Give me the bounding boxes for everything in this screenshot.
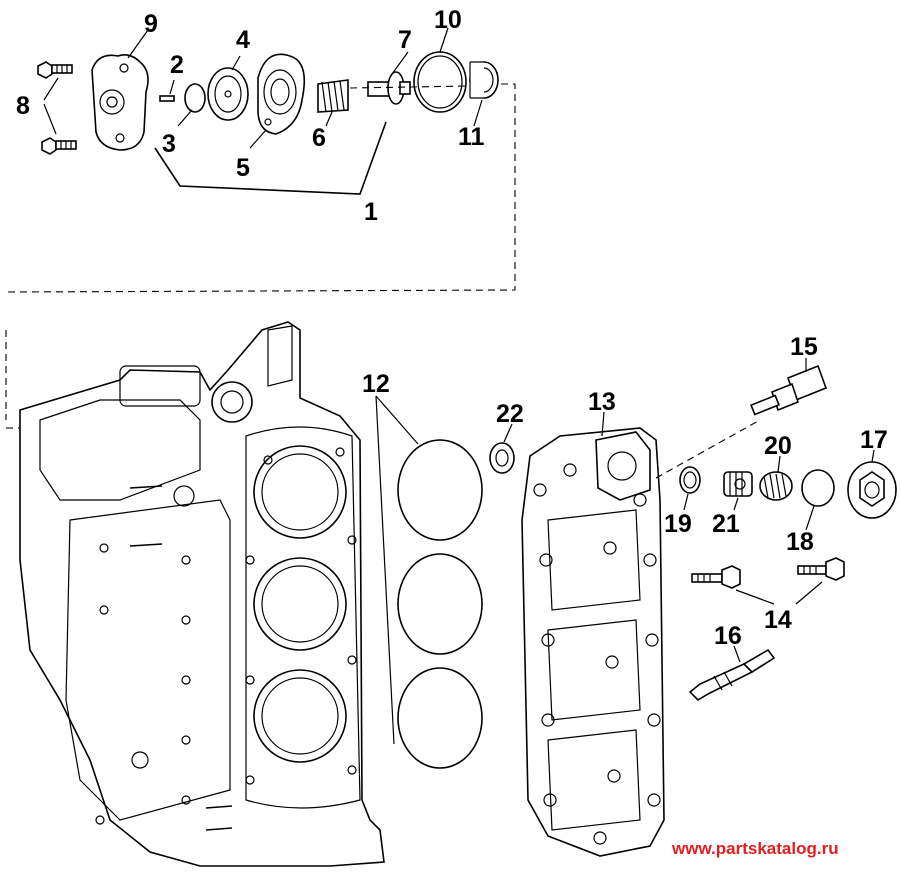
- leader-13: [601, 411, 605, 437]
- leader-16: [733, 645, 741, 663]
- callout-22: 22: [496, 400, 524, 428]
- callout-16: 16: [714, 622, 742, 650]
- part-13-cylinder-head: [521, 427, 665, 857]
- callout-1: 1: [364, 198, 378, 226]
- leader-6: [325, 111, 333, 127]
- leader-9: [127, 29, 149, 59]
- leader-12a: [375, 395, 419, 445]
- leader-5: [249, 129, 267, 149]
- callout-10: 10: [434, 6, 462, 34]
- leader-18: [805, 505, 815, 531]
- leader-12b: [375, 395, 395, 745]
- leader-7: [391, 51, 409, 75]
- callout-9: 9: [144, 10, 158, 38]
- callout-13: 13: [588, 388, 616, 416]
- callout-4: 4: [236, 26, 250, 54]
- leader-8a: [43, 77, 59, 101]
- leader-3: [177, 109, 193, 127]
- block-studs: [129, 485, 233, 831]
- watermark-text: www.partskatalog.ru: [671, 839, 839, 858]
- part-3-disc: [184, 83, 206, 113]
- callout-19: 19: [664, 510, 692, 538]
- part-22-seal: [489, 442, 515, 474]
- sensor-axis: [655, 419, 761, 479]
- part-14-bolt-right: [797, 557, 845, 581]
- part-9-thermostat-cover: [91, 54, 149, 151]
- cylinder-bores: [245, 426, 361, 809]
- part-21-valve: [723, 471, 753, 497]
- part-14-bolt-left: [691, 565, 741, 589]
- part-8-bolt-upper: [37, 61, 73, 79]
- callout-labels: 1 2 3 4 5 6 7 8 9 10 11 12 13 14 15 16 1…: [16, 6, 888, 650]
- callout-20: 20: [764, 432, 792, 460]
- leader-2: [169, 79, 175, 95]
- callout-6: 6: [312, 124, 326, 152]
- part-16-spark-plug: [688, 648, 776, 702]
- callout-11: 11: [458, 123, 485, 151]
- head-bolt-holes: [533, 463, 661, 845]
- leader-19: [683, 493, 689, 511]
- part-6-spring: [317, 79, 349, 113]
- leader-20: [777, 455, 781, 473]
- callout-3: 3: [162, 130, 176, 158]
- part-20-spring: [759, 471, 793, 501]
- thermostat-assembly-group: [7, 27, 516, 293]
- part-5-housing: [257, 53, 306, 135]
- leader-21: [733, 497, 739, 511]
- leader-17: [871, 449, 875, 463]
- callout-8: 8: [16, 92, 30, 120]
- part-17-cap: [847, 461, 897, 519]
- part-15-temp-sensor: [750, 364, 828, 416]
- leader-14b: [795, 581, 823, 605]
- leader-10: [439, 27, 449, 53]
- leader-1-bracket: [154, 121, 387, 195]
- leader-11: [473, 99, 483, 127]
- part-2-pin: [159, 95, 175, 102]
- leader-8b: [43, 103, 57, 135]
- assembly-axis: [349, 85, 471, 89]
- cylinder-block: [5, 321, 385, 867]
- leader-14a: [735, 589, 775, 605]
- callout-17: 17: [860, 426, 888, 454]
- part-18-o-ring: [801, 469, 835, 507]
- block-bolt-holes: [95, 447, 357, 825]
- callout-14: 14: [764, 606, 792, 634]
- part-11-seal: [469, 61, 499, 99]
- callout-12: 12: [362, 370, 390, 398]
- part-4-diaphragm: [207, 67, 249, 121]
- leader-4: [231, 55, 241, 71]
- callout-18: 18: [786, 528, 814, 556]
- callout-5: 5: [236, 154, 250, 182]
- callout-21: 21: [712, 510, 740, 538]
- callout-7: 7: [398, 26, 412, 54]
- part-10-o-ring: [413, 51, 467, 113]
- part-19-o-ring: [679, 466, 701, 494]
- leader-22: [503, 423, 513, 443]
- part-7-thermostat: [367, 71, 411, 105]
- callout-2: 2: [170, 51, 184, 79]
- callout-15: 15: [790, 333, 818, 361]
- part-8-bolt-lower: [41, 137, 77, 155]
- part-12-gaskets: [375, 395, 483, 769]
